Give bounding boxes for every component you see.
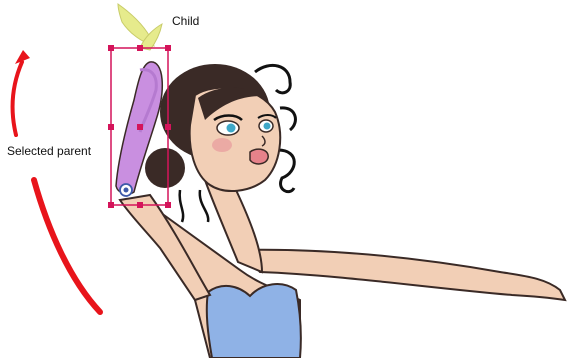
face — [190, 88, 281, 191]
selected-parent-label: Selected parent — [7, 144, 91, 158]
resize-handle-bottom[interactable] — [137, 202, 143, 208]
center-handle[interactable] — [137, 124, 143, 130]
curved-arrow-icon — [13, 50, 100, 312]
dress — [207, 284, 301, 358]
resize-handle-top-right[interactable] — [165, 45, 171, 51]
child-label: Child — [172, 14, 199, 28]
pivot-point-icon[interactable] — [120, 184, 132, 196]
child-part[interactable] — [118, 4, 162, 50]
resize-handle-left[interactable] — [108, 124, 114, 130]
resize-handle-bottom-right[interactable] — [165, 202, 171, 208]
resize-handle-top-left[interactable] — [108, 45, 114, 51]
resize-handle-right[interactable] — [165, 124, 171, 130]
resize-handle-top[interactable] — [137, 45, 143, 51]
resize-handle-bottom-left[interactable] — [108, 202, 114, 208]
